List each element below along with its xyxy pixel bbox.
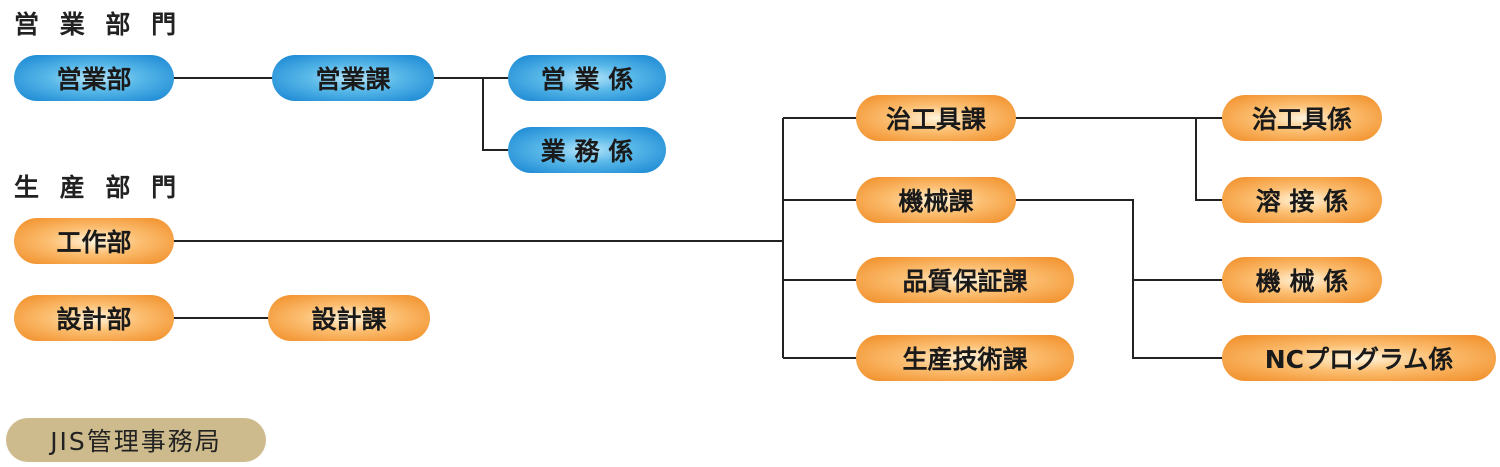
connector-eigyoka-kakari bbox=[432, 77, 510, 151]
node-hinshitsu-ka: 品質保証課 bbox=[856, 257, 1074, 303]
node-seisan-ka: 生産技術課 bbox=[856, 335, 1074, 381]
node-kosaku-bu: 工作部 bbox=[14, 218, 174, 264]
node-kikai-kakari: 機 械 係 bbox=[1222, 257, 1382, 303]
connector-trunk-sections bbox=[782, 117, 858, 359]
node-jigu-kakari: 治工具係 bbox=[1222, 95, 1382, 141]
node-eigyo-ka: 営業課 bbox=[272, 55, 434, 101]
connector-jiguka-kakari bbox=[1014, 117, 1224, 201]
connector-kikaika-kakari bbox=[1014, 199, 1224, 359]
node-kikai-ka: 機械課 bbox=[856, 177, 1016, 223]
node-jigu-ka: 治工具課 bbox=[856, 95, 1016, 141]
node-sekkei-bu: 設計部 bbox=[14, 295, 174, 341]
section-title-production: 生 産 部 門 bbox=[14, 173, 183, 202]
node-eigyo-kakari: 営 業 係 bbox=[508, 55, 666, 101]
node-yosetsu-kakari: 溶 接 係 bbox=[1222, 177, 1382, 223]
node-nc-kakari: NCプログラム係 bbox=[1222, 335, 1496, 381]
node-jis-office: JIS管理事務局 bbox=[6, 418, 266, 462]
section-title-sales: 営 業 部 門 bbox=[14, 10, 183, 39]
node-gyomu-kakari: 業 務 係 bbox=[508, 127, 666, 173]
node-sekkei-ka: 設計課 bbox=[268, 295, 430, 341]
node-eigyo-bu: 営業部 bbox=[14, 55, 174, 101]
